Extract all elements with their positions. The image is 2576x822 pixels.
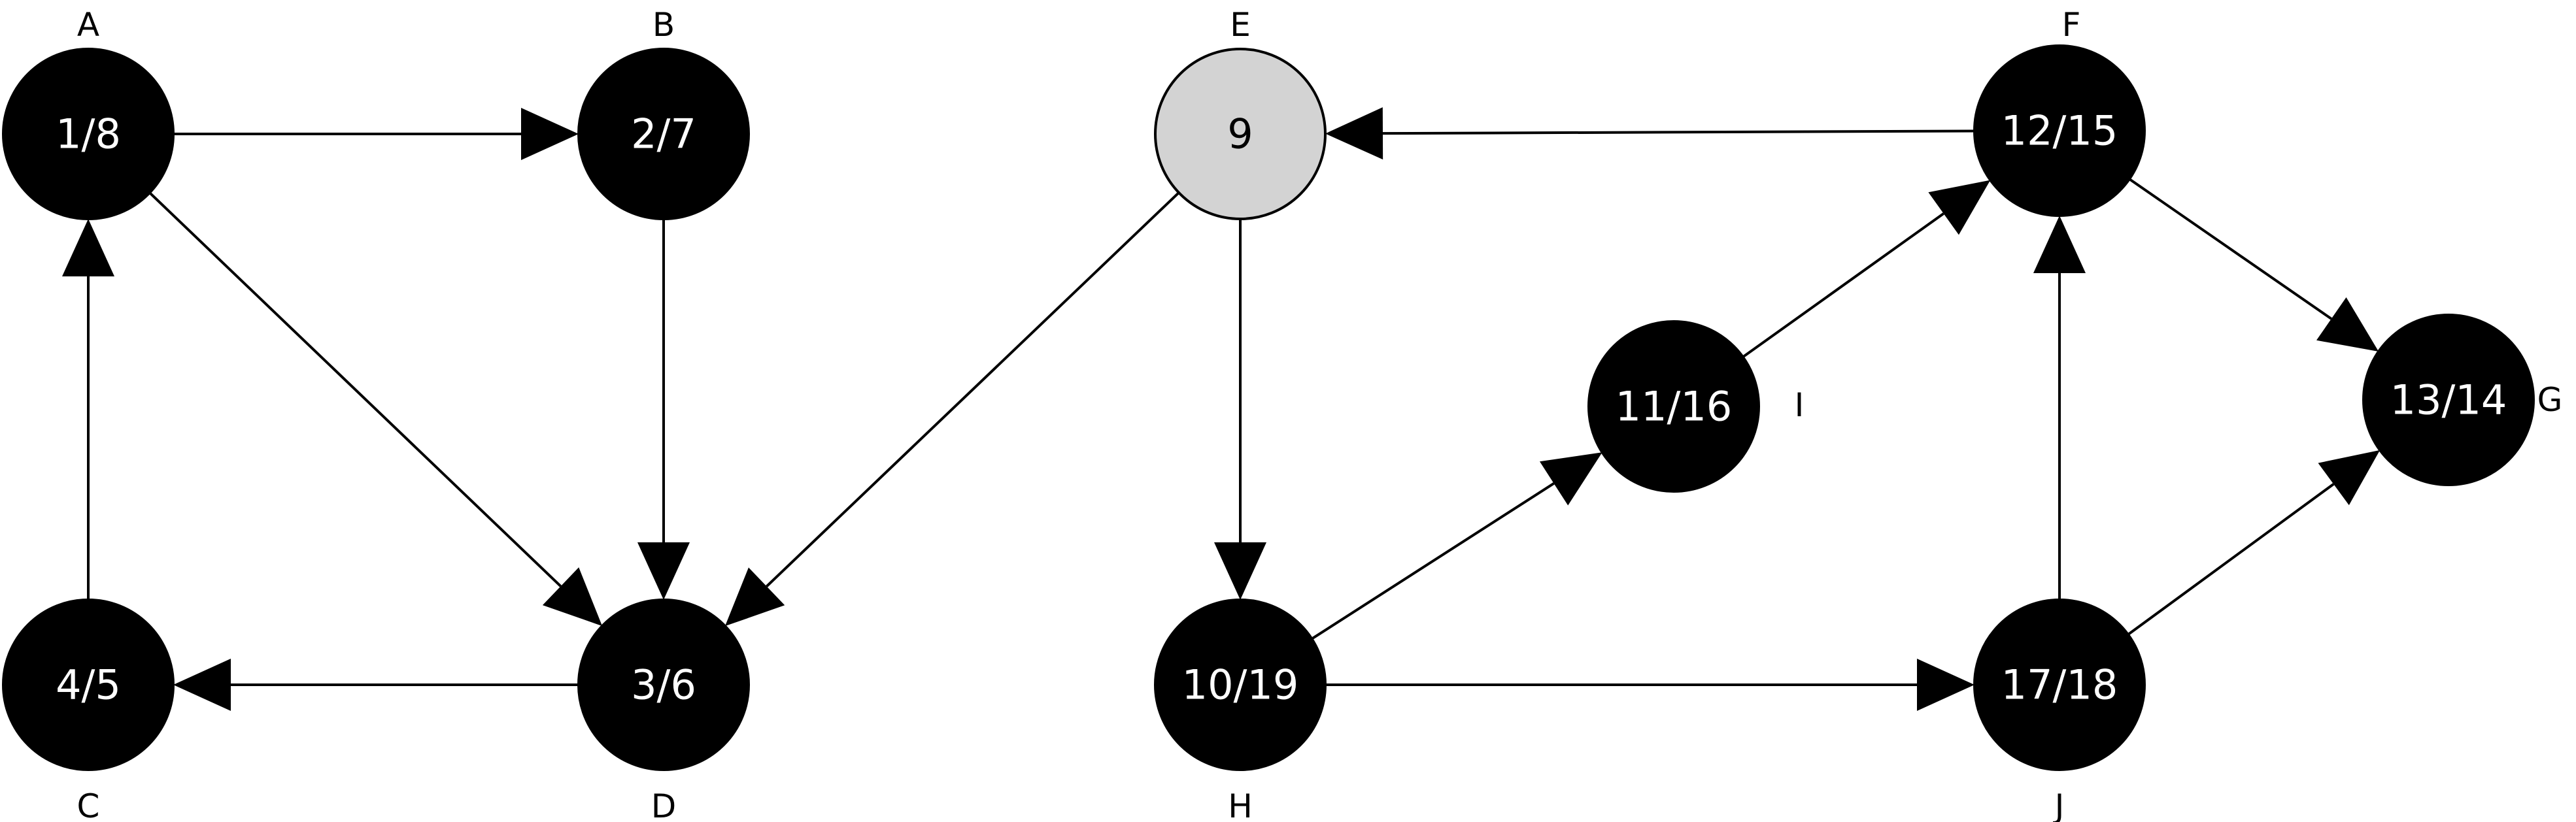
node-circle: [2362, 314, 2535, 486]
arrowhead: [2318, 450, 2381, 506]
node-circle: [1973, 44, 2146, 217]
edge-f-g: [2128, 178, 2379, 352]
edge-j-f: [2033, 216, 2086, 600]
node-label: C: [77, 787, 100, 822]
node-value: 3/6: [631, 661, 696, 709]
node-h: 10/19H: [1154, 599, 1327, 822]
edge-e-d: [724, 191, 1180, 627]
arrowhead: [2033, 216, 2086, 273]
node-label: G: [2537, 381, 2563, 419]
node-circle: [577, 48, 750, 220]
edge-j-g: [2127, 450, 2381, 636]
node-circle: [1154, 599, 1327, 771]
node-circle: [1154, 48, 1327, 220]
node-label: H: [1228, 787, 1253, 822]
node-value: 1/8: [56, 110, 121, 158]
node-g: 13/14 G: [2362, 314, 2563, 486]
node-value: 13/14: [2390, 376, 2507, 424]
arrowhead: [62, 219, 114, 276]
arrowhead: [724, 567, 785, 627]
edge-h-i: [1311, 452, 1602, 640]
node-circle: [1973, 599, 2146, 771]
node-circle: [1587, 320, 1760, 493]
edge-a-d: [148, 191, 603, 627]
arrowhead: [173, 659, 231, 711]
node-circle: [2, 599, 175, 771]
node-label: F: [2062, 6, 2081, 44]
node-label: B: [652, 6, 675, 44]
arrowhead: [521, 108, 579, 160]
arrowhead: [1928, 180, 1991, 235]
arrowhead: [1917, 659, 1974, 711]
node-b: 2/7 B: [577, 6, 750, 220]
arrowhead: [1214, 542, 1266, 600]
edge-f-e: [1325, 107, 1975, 160]
node-f: 12/15 F: [1973, 6, 2146, 217]
edge-b-d: [637, 219, 690, 600]
node-circle: [2, 48, 175, 220]
node-j: 17/18J: [1973, 599, 2146, 822]
node-i: 11/16 I: [1587, 320, 1805, 493]
node-c: 4/5C: [2, 599, 175, 822]
node-label: J: [2053, 787, 2065, 822]
node-value: 4/5: [56, 661, 121, 709]
edge-e-h: [1214, 219, 1266, 600]
edge-line: [148, 191, 562, 587]
arrowhead: [542, 567, 603, 627]
edge-line: [2127, 483, 2335, 636]
edge-line: [1382, 129, 1975, 135]
edge-i-f: [1742, 180, 1991, 358]
edge-line: [1311, 482, 1555, 640]
edge-line: [766, 191, 1180, 587]
node-circle: [577, 599, 750, 771]
edge-a-b: [173, 108, 579, 160]
edge-d-c: [173, 659, 579, 711]
node-value: 9: [1227, 110, 1253, 158]
node-value: 10/19: [1182, 661, 1299, 709]
node-value: 17/18: [2001, 661, 2118, 709]
node-e: 9E: [1154, 6, 1327, 220]
node-label: I: [1795, 386, 1805, 424]
edge-line: [1742, 212, 1944, 358]
edge-h-j: [1325, 659, 1974, 711]
edge-c-a: [62, 219, 114, 600]
arrowhead: [637, 542, 690, 600]
node-d: 3/6D: [577, 599, 750, 822]
node-value: 2/7: [631, 110, 696, 158]
node-a: 1/8 A: [2, 6, 175, 220]
arrowhead: [1539, 452, 1602, 506]
node-value: 11/16: [1616, 383, 1733, 431]
node-label: E: [1230, 6, 1251, 44]
arrowhead: [1325, 107, 1383, 160]
node-label: A: [77, 6, 99, 44]
edge-line: [2128, 178, 2332, 320]
node-value: 12/15: [2001, 107, 2118, 155]
edges-layer: [62, 107, 2381, 711]
arrowhead: [2316, 297, 2379, 352]
node-label: D: [651, 787, 677, 822]
